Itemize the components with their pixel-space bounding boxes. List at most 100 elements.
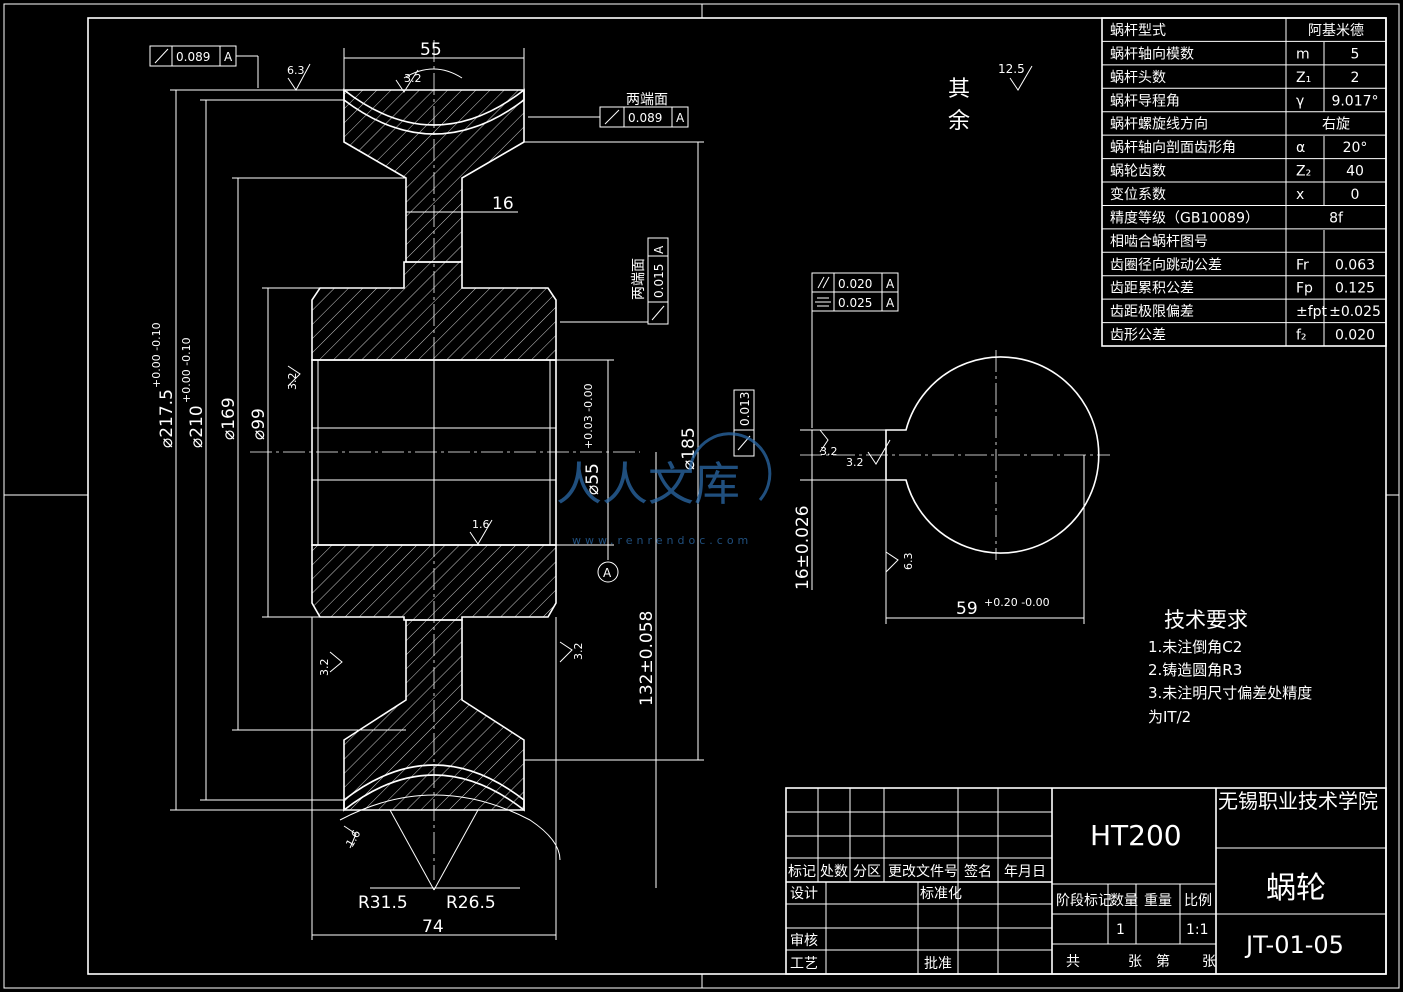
hdr-sign: 签名 <box>964 863 992 880</box>
param-name: 齿距极限偏差 <box>1110 304 1194 320</box>
param-value: 8f <box>1329 210 1344 226</box>
tech-item-3: 3.未注明尺寸偏差处精度 <box>1148 684 1312 702</box>
school-name: 无锡职业技术学院 <box>1218 789 1378 813</box>
roughness-16-low: 1.6 <box>343 828 363 850</box>
datum-a-label: A <box>603 566 612 580</box>
lbl-review: 审核 <box>790 933 818 949</box>
param-value: 右旋 <box>1322 117 1350 133</box>
side-view: 16±0.026 59 +0.20 -0.00 <box>793 350 1110 624</box>
tech-requirements: 技术要求 1.未注倒角C2 2.铸造圆角R3 3.未注明尺寸偏差处精度 为IT/… <box>1148 608 1312 726</box>
param-value: 0 <box>1351 187 1360 203</box>
material: HT200 <box>1090 819 1182 852</box>
param-value: 阿基米德 <box>1308 22 1364 39</box>
symmetry-datum: A <box>886 296 895 310</box>
dim-99: ⌀99 <box>249 408 269 440</box>
dim-210-tol: +0.00 -0.10 <box>180 337 193 403</box>
param-value: 9.017° <box>1331 93 1378 109</box>
wheel-section-view <box>250 40 640 891</box>
roughness-63-side: 6.3 <box>902 553 915 571</box>
lbl-stage: 阶段标记 <box>1056 893 1112 909</box>
hdr-doc: 更改文件号 <box>888 864 958 880</box>
dimension-texts: 55 16 ⌀217.5 +0.00 -0.10 ⌀210 +0.00 -0.1… <box>150 40 699 937</box>
param-name: 变位系数 <box>1110 187 1166 203</box>
lbl-total: 共 <box>1066 954 1080 970</box>
dim-bore-55-tol: +0.03 -0.00 <box>582 383 595 449</box>
hdr-count: 处数 <box>820 864 848 880</box>
lbl-no: 第 <box>1156 953 1170 970</box>
param-value: ±0.025 <box>1329 304 1381 320</box>
param-value: 20° <box>1343 140 1368 156</box>
roughness-symbols: 6.3 3.2 3.2 1.6 3.2 3.2 1.6 12.5 其 余 3.2… <box>286 62 1033 850</box>
param-symbol: α <box>1296 140 1305 156</box>
param-value: 2 <box>1351 70 1360 86</box>
param-symbol: f₂ <box>1296 328 1307 344</box>
roughness-16-bore: 1.6 <box>472 518 490 531</box>
roughness-32-low: 3.2 <box>318 659 331 677</box>
hdr-date: 年月日 <box>1004 864 1046 880</box>
dim-74: 74 <box>422 917 444 937</box>
lbl-process: 工艺 <box>790 956 818 972</box>
dim-217-5-tol: +0.00 -0.10 <box>150 322 163 388</box>
param-name: 齿距累积公差 <box>1110 281 1194 297</box>
lbl-sheets: 张 <box>1128 954 1142 970</box>
param-symbol: Fr <box>1296 257 1309 273</box>
lbl-standard: 标准化 <box>920 886 962 902</box>
parallel-value: 0.020 <box>838 277 872 291</box>
watermark-url: www.renrendoc.com <box>572 534 752 547</box>
param-name: 蜗杆导程角 <box>1110 93 1180 109</box>
dim-r31-5: R31.5 <box>358 893 408 913</box>
hdr-zone: 分区 <box>853 864 881 880</box>
drawing-border <box>3 3 1400 989</box>
roughness-32-top: 3.2 <box>404 72 422 85</box>
dim-217-5: ⌀217.5 <box>157 389 177 448</box>
dim-210: ⌀210 <box>187 405 207 448</box>
cyl-value: 0.013 <box>738 392 752 426</box>
roughness-rest-value: 12.5 <box>998 62 1025 76</box>
tech-item-2: 2.铸造圆角R3 <box>1148 661 1242 679</box>
param-symbol: ±fpt <box>1296 304 1328 320</box>
tolerance-frames: 0.089 A 两端面 0.089 A 0.015 A 两端面 0.013 <box>149 45 899 457</box>
watermark: 人人文库 www.renrendoc.com <box>556 432 772 547</box>
lbl-sheet: 张 <box>1202 954 1216 970</box>
lbl-approve: 批准 <box>924 956 952 972</box>
param-symbol: Z₂ <box>1296 164 1311 180</box>
scale-value: 1:1 <box>1186 922 1209 938</box>
param-value: 0.063 <box>1335 257 1375 273</box>
lbl-qty: 数量 <box>1110 893 1138 909</box>
param-name: 蜗杆头数 <box>1110 70 1166 86</box>
param-name: 蜗杆轴向剖面齿形角 <box>1110 140 1236 156</box>
roughness-32-right: 3.2 <box>572 643 585 661</box>
runout-top-value: 0.089 <box>176 50 210 64</box>
dimension-lines <box>170 48 704 940</box>
watermark-text: 人人文库 <box>556 457 740 511</box>
roughness-32-keyside: 3.2 <box>846 456 864 469</box>
param-symbol: Z₁ <box>1296 70 1311 86</box>
dim-55: 55 <box>420 40 442 60</box>
dim-59: 59 <box>956 599 978 619</box>
param-value: 5 <box>1351 46 1360 62</box>
param-name: 精度等级（GB10089） <box>1110 209 1259 226</box>
qty-value: 1 <box>1116 922 1125 938</box>
runout-mid-label: 两端面 <box>626 92 668 108</box>
param-symbol: x <box>1296 187 1304 203</box>
roughness-63-top: 6.3 <box>287 64 305 77</box>
hdr-mark: 标记 <box>788 864 816 880</box>
roughness-rest-label-1: 其 <box>948 77 970 102</box>
param-symbol: m <box>1296 46 1310 62</box>
lbl-design: 设计 <box>790 886 818 902</box>
param-value: 40 <box>1346 164 1364 180</box>
param-name: 齿圈径向跳动公差 <box>1110 257 1222 273</box>
runout-vert-datum: A <box>652 245 666 254</box>
dim-169: ⌀169 <box>219 397 239 440</box>
param-name: 齿形公差 <box>1110 328 1166 344</box>
param-value: 0.125 <box>1335 281 1375 297</box>
parallel-datum: A <box>886 277 895 291</box>
param-name: 蜗杆螺旋线方向 <box>1110 117 1208 133</box>
tech-item-4: 为IT/2 <box>1148 708 1191 726</box>
drawing-number: JT-01-05 <box>1244 931 1344 959</box>
tech-item-1: 1.未注倒角C2 <box>1148 638 1242 656</box>
symmetry-value: 0.025 <box>838 296 872 310</box>
param-name: 蜗杆型式 <box>1110 23 1166 39</box>
